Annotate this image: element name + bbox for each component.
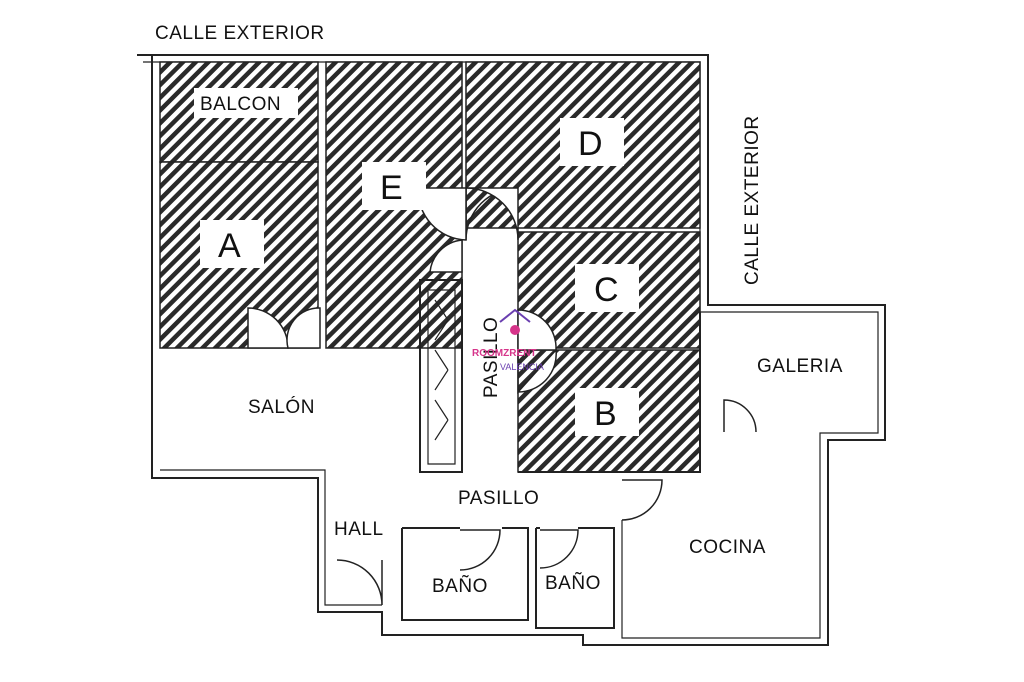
room-e-label: E (380, 169, 403, 207)
bano-2-label: BAÑO (545, 572, 601, 594)
cocina-label: COCINA (689, 537, 766, 558)
street-label-right: CALLE EXTERIOR (742, 115, 763, 285)
interior-walls (401, 279, 701, 629)
salon-label: SALÓN (248, 396, 315, 418)
street-label-top: CALLE EXTERIOR (155, 23, 325, 44)
pasillo-label: PASILLO (458, 488, 539, 509)
hall-label: HALL (334, 519, 384, 540)
room-c-label: C (594, 271, 619, 309)
pasillo-vertical-label: PASILLO (481, 317, 502, 398)
watermark-logo: ROOMZRENT VALENCIA (472, 308, 544, 372)
person-icon (510, 325, 520, 335)
galeria-label: GALERIA (757, 356, 843, 377)
balcon-label: BALCON (200, 94, 281, 115)
room-a-label: A (218, 227, 241, 265)
watermark-line2: VALENCIA (500, 362, 544, 372)
house-icon (499, 308, 531, 323)
room-b-label: B (594, 395, 617, 433)
room-d-label: D (578, 125, 603, 163)
watermark-line1: ROOMZRENT (472, 348, 536, 359)
bano-1-label: BAÑO (432, 575, 488, 597)
